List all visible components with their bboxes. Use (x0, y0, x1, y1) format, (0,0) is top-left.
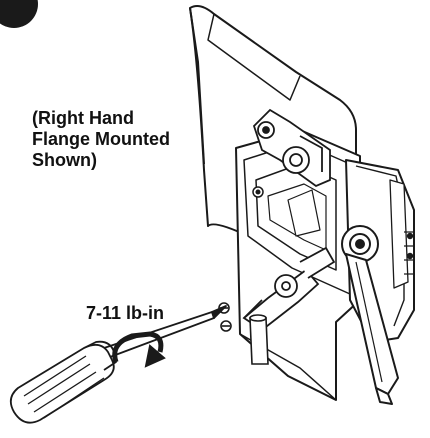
mounting-note: (Right Hand Flange Mounted Shown) (32, 108, 170, 171)
standoff-post (249, 314, 269, 365)
mounting-holes (252, 186, 264, 198)
hinge-bracket (252, 108, 331, 188)
rotary-handle-mechanism (341, 159, 415, 405)
torque-label: 7-11 lb-in (86, 303, 165, 323)
step-number-badge (0, 0, 38, 28)
note-line-2: Flange Mounted (32, 129, 170, 149)
note-line-3: Shown) (32, 150, 97, 170)
rotation-arrow (112, 331, 166, 368)
note-line-1: (Right Hand (32, 108, 134, 128)
